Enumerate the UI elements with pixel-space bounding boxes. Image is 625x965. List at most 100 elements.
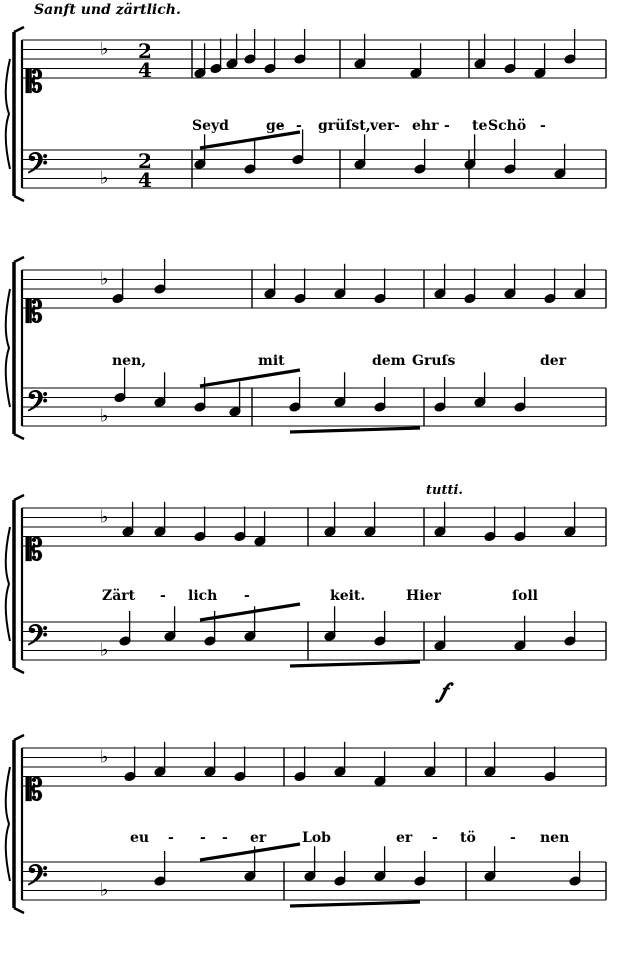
lyric-syllable: -	[432, 830, 438, 846]
note	[514, 506, 526, 541]
key-signature-flat: ♭	[100, 746, 109, 767]
staff	[22, 507, 606, 547]
note	[434, 615, 446, 651]
lyric-syllable: er	[396, 830, 413, 846]
key-signature-flat: ♭	[100, 506, 109, 527]
lyric-syllable: ver	[369, 118, 395, 134]
beam	[199, 842, 301, 862]
lyric-syllable: -	[168, 830, 174, 846]
note	[354, 134, 366, 169]
note	[374, 268, 386, 303]
treble-c-clef: 𝄡	[25, 533, 43, 568]
note	[194, 134, 206, 169]
lyric-syllable: Lob	[302, 830, 331, 846]
note	[244, 139, 256, 174]
lyric-syllable: ehr	[412, 118, 439, 134]
note	[194, 43, 206, 78]
note	[484, 846, 496, 881]
note	[414, 139, 426, 174]
key-signature-flat: ♭	[100, 38, 109, 59]
note	[154, 741, 166, 777]
lyric-syllable: ge	[266, 118, 285, 134]
brace	[4, 288, 11, 408]
note	[164, 606, 176, 641]
key-signature-flat: ♭	[100, 639, 109, 660]
bracket-hook	[13, 255, 25, 264]
note	[294, 268, 306, 303]
note	[229, 381, 241, 417]
lyric-syllable: -	[200, 830, 206, 846]
time-signature-denominator: 4	[138, 168, 152, 192]
note	[289, 377, 301, 412]
note	[292, 129, 304, 164]
lyric-syllable: Zärt	[102, 588, 136, 604]
brace	[4, 766, 11, 882]
staff	[22, 621, 606, 661]
note	[504, 38, 516, 73]
note	[569, 851, 581, 886]
note	[484, 506, 496, 541]
lyric-syllable: lich	[188, 588, 217, 604]
note	[124, 746, 136, 781]
note	[514, 615, 526, 651]
note	[374, 751, 386, 786]
bracket-hook	[13, 194, 25, 203]
note	[464, 268, 476, 303]
note	[574, 263, 586, 299]
note	[534, 43, 546, 78]
lyric-syllable: -	[244, 588, 250, 604]
note	[194, 506, 206, 541]
note	[364, 501, 376, 537]
lyric-syllable: -	[296, 118, 302, 134]
staff	[22, 747, 606, 787]
lyric-syllable: Schö	[488, 118, 526, 134]
lyric-syllable: tö	[460, 830, 476, 846]
lyric-syllable: -	[540, 118, 546, 134]
bracket-hook	[13, 493, 25, 502]
note	[564, 29, 576, 64]
lyric-syllable: Seyd	[192, 118, 229, 134]
note	[210, 38, 222, 73]
note	[114, 367, 126, 402]
staff	[22, 149, 606, 189]
time-signature-denominator: 4	[138, 58, 152, 82]
note	[324, 501, 336, 537]
lyric-syllable: Gruſs	[412, 353, 456, 369]
note	[434, 377, 446, 412]
beam	[289, 900, 421, 908]
note	[544, 746, 556, 781]
lyric-syllable: dem	[372, 353, 406, 369]
sforzando-marking: 𝆑	[434, 678, 454, 704]
lyric-syllable: nen,	[112, 353, 146, 369]
note	[226, 33, 238, 69]
key-signature-flat: ♭	[100, 167, 109, 188]
lyric-syllable: -	[394, 118, 400, 134]
key-signature-flat: ♭	[100, 879, 109, 900]
note	[234, 506, 246, 541]
lyric-syllable: der	[540, 353, 567, 369]
note	[514, 377, 526, 412]
note	[374, 611, 386, 646]
lyric-syllable: te	[472, 118, 487, 134]
note	[119, 611, 131, 646]
note	[434, 263, 446, 299]
beam	[289, 426, 421, 434]
note	[414, 851, 426, 886]
note	[334, 372, 346, 407]
note	[244, 29, 256, 64]
time-signature-numerator: 2	[138, 39, 152, 63]
lyric-syllable: -	[510, 830, 516, 846]
note	[334, 263, 346, 299]
note	[254, 511, 266, 546]
note	[234, 746, 246, 781]
note	[544, 268, 556, 303]
lyric-syllable: nen	[540, 830, 569, 846]
key-signature-flat: ♭	[100, 268, 109, 289]
lyric-syllable: keit.	[330, 588, 365, 604]
brace	[4, 526, 11, 642]
lyric-syllable: eu	[130, 830, 149, 846]
note	[264, 38, 276, 73]
lyric-syllable: -	[278, 118, 284, 134]
bracket-hook	[13, 25, 25, 34]
